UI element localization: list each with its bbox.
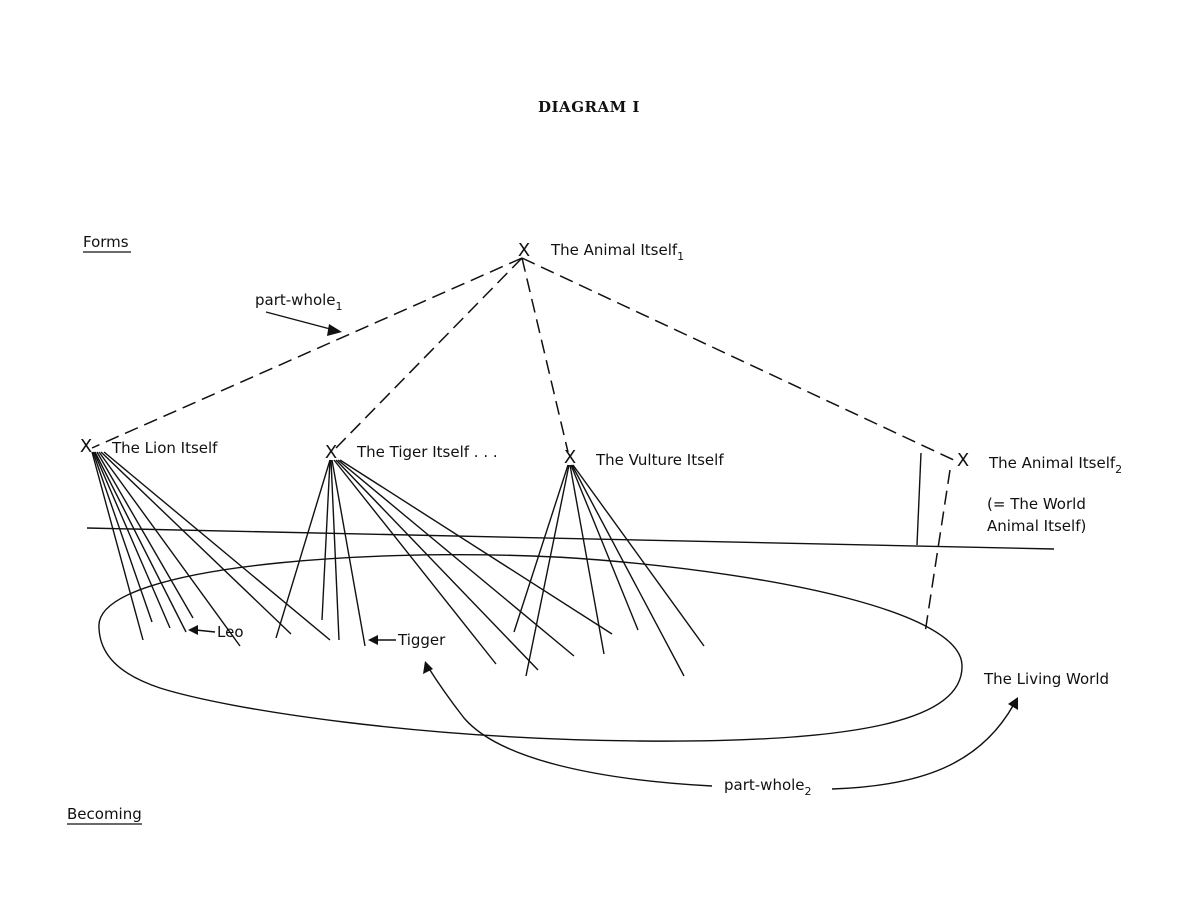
living-world-label: The Living World	[983, 670, 1109, 688]
part-whole-1-arrow	[265, 311, 342, 336]
animal-itself-2-label: The Animal Itself2	[988, 454, 1122, 476]
tiger-participation-lines	[275, 459, 613, 671]
vulture-participation-lines	[513, 464, 705, 677]
link-animal-to-lion	[91, 257, 523, 449]
world-animal-note-line-2: Animal Itself)	[987, 517, 1086, 535]
link-animal-2-to-living-world	[924, 469, 951, 634]
animal-2-vertical-line	[916, 452, 922, 546]
lion-itself-node: X	[80, 436, 92, 457]
link-animal-to-tiger	[335, 257, 523, 449]
part-whole-1-label: part-whole1	[255, 291, 343, 313]
link-animal-to-animal-2	[521, 257, 959, 463]
tigger-label: Tigger	[397, 631, 446, 649]
part-whole-1-links	[91, 257, 959, 463]
part-whole-2-arrows	[423, 661, 1018, 790]
forms-region-label: Forms	[83, 233, 129, 251]
leo-arrow	[188, 625, 216, 635]
part-whole-2-label: part-whole2	[724, 776, 812, 798]
living-world-ellipse	[98, 554, 963, 742]
vulture-itself-label: The Vulture Itself	[595, 451, 724, 469]
becoming-region-label: Becoming	[67, 805, 142, 823]
tigger-arrow	[368, 635, 396, 645]
forms-becoming-divider	[86, 527, 1055, 550]
animal-itself-2-node: X	[957, 450, 969, 471]
lion-itself-label: The Lion Itself	[111, 439, 218, 457]
tiger-itself-label: The Tiger Itself . . .	[356, 443, 498, 461]
world-animal-note-line-1: (= The World	[987, 495, 1086, 513]
animal-itself-1-label: The Animal Itself1	[550, 241, 684, 263]
vulture-itself-node: X	[564, 447, 576, 468]
animal-itself-1-node: X	[518, 240, 530, 261]
link-animal-to-vulture	[521, 257, 569, 453]
tiger-itself-node: X	[325, 442, 337, 463]
leo-label: Leo	[217, 623, 244, 641]
diagram-title: DIAGRAM I	[538, 98, 640, 116]
lion-participation-lines	[91, 451, 331, 647]
